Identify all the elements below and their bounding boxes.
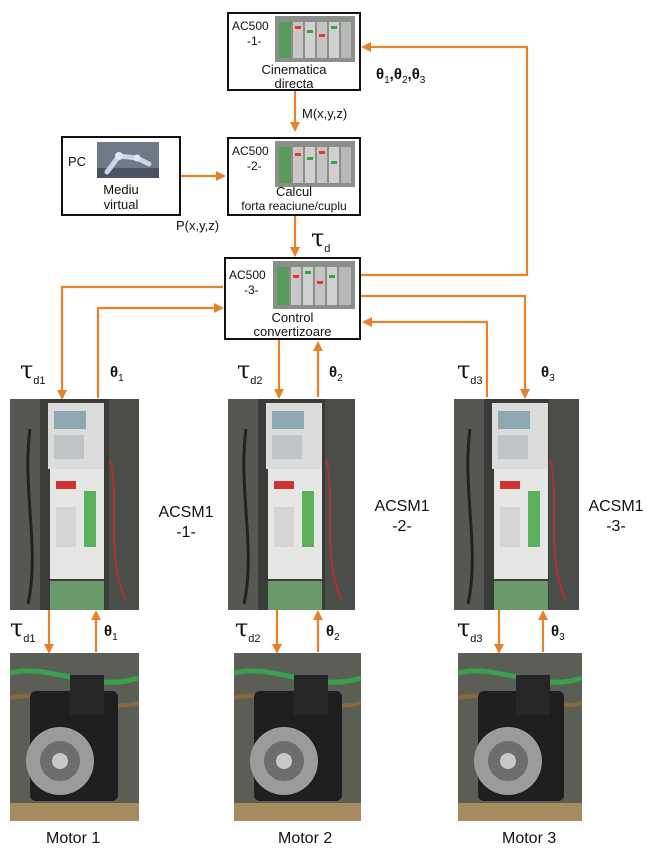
- drive-photo-1: [10, 399, 139, 610]
- plc-model-label: AC500: [229, 268, 266, 282]
- plc-model-label: AC500: [232, 144, 269, 158]
- plc-function-line2: convertizoare: [253, 324, 332, 339]
- drive1-torque-label: τd1: [20, 356, 46, 387]
- motor-photo-3: [458, 653, 582, 821]
- plc-box-force-calc: AC500 -2- Calcul forta reaciune/cuplu: [227, 137, 361, 216]
- servo-motor-image: [10, 653, 139, 821]
- drive2-name-label: ACSM1-2-: [374, 498, 430, 535]
- pc-line2: virtual: [103, 197, 139, 212]
- pc-virtual-env-box: PC Mediu virtual: [61, 136, 181, 216]
- arrow-plc3-to-drive1-torque: [57, 285, 223, 400]
- plc-rack-image: [273, 261, 355, 309]
- drive2-theta-label: θ2: [329, 364, 343, 384]
- drive2-torque-label: τd2: [237, 356, 263, 387]
- motor-photo-2: [234, 653, 361, 821]
- robot-arm-render-icon: [97, 142, 159, 178]
- motor3-torque-label: τd3: [457, 614, 483, 645]
- signal-label-m-xyz: M(x,y,z): [302, 106, 348, 121]
- motor1-theta-label: θ1: [104, 623, 118, 643]
- signal-label-tau-d: τd: [311, 224, 331, 255]
- plc-model-label: AC500: [232, 19, 269, 33]
- servo-motor-image: [458, 653, 582, 821]
- plc-function-line2: directa: [274, 76, 314, 91]
- plc-rack-image: [275, 141, 355, 187]
- servo-drive-image: [10, 399, 139, 610]
- motor1-torque-label: τd1: [10, 614, 36, 645]
- servo-motor-image: [234, 653, 361, 821]
- plc-function-line1: Control: [271, 310, 314, 325]
- drive-photo-3: [454, 399, 579, 610]
- motor2-label: Motor 2: [278, 830, 333, 847]
- drive3-torque-label: τd3: [457, 356, 483, 387]
- arrow-plc3-to-drive3-torque: [361, 294, 530, 399]
- servo-drive-image: [454, 399, 579, 610]
- arrow-plc3-to-plc1-feedback: [361, 42, 529, 277]
- plc-box-kinematics: AC500 -1- Cinematica directa: [227, 12, 361, 91]
- signal-label-thetas-feedback: θ1,θ2,θ3: [376, 66, 426, 86]
- signal-label-p-xyz: P(x,y,z): [176, 218, 220, 233]
- plc-function-line1: Calcul: [275, 184, 313, 199]
- plc-box-converter-control: AC500 -3- Control convertizoare: [224, 257, 361, 340]
- arrow-drive3-to-plc3-theta: [362, 317, 489, 397]
- motor3-label: Motor 3: [502, 830, 557, 847]
- drive1-name-label: ACSM1-1-: [158, 504, 214, 541]
- plc-function-line1: Cinematica: [261, 62, 327, 77]
- arrow-drive1-to-plc3-theta: [96, 303, 224, 398]
- servo-drive-image: [228, 399, 355, 610]
- pc-line1: Mediu: [103, 182, 139, 197]
- drive-photo-2: [228, 399, 355, 610]
- plc-function-line2: forta reaciune/cuplu: [241, 199, 347, 213]
- plc-index-label: -2-: [247, 159, 262, 173]
- motor2-torque-label: τd2: [235, 614, 261, 645]
- plc-rack-image: [275, 16, 355, 62]
- motor2-theta-label: θ2: [326, 623, 340, 643]
- plc-index-label: -3-: [244, 283, 259, 297]
- plc-index-label: -1-: [247, 34, 262, 48]
- motor3-theta-label: θ3: [551, 623, 565, 643]
- drive3-theta-label: θ3: [541, 364, 555, 384]
- motor-photo-1: [10, 653, 139, 821]
- drive1-theta-label: θ1: [110, 364, 124, 384]
- motor1-label: Motor 1: [46, 830, 101, 847]
- drive3-name-label: ACSM1-3-: [588, 498, 644, 535]
- pc-label: PC: [68, 154, 87, 169]
